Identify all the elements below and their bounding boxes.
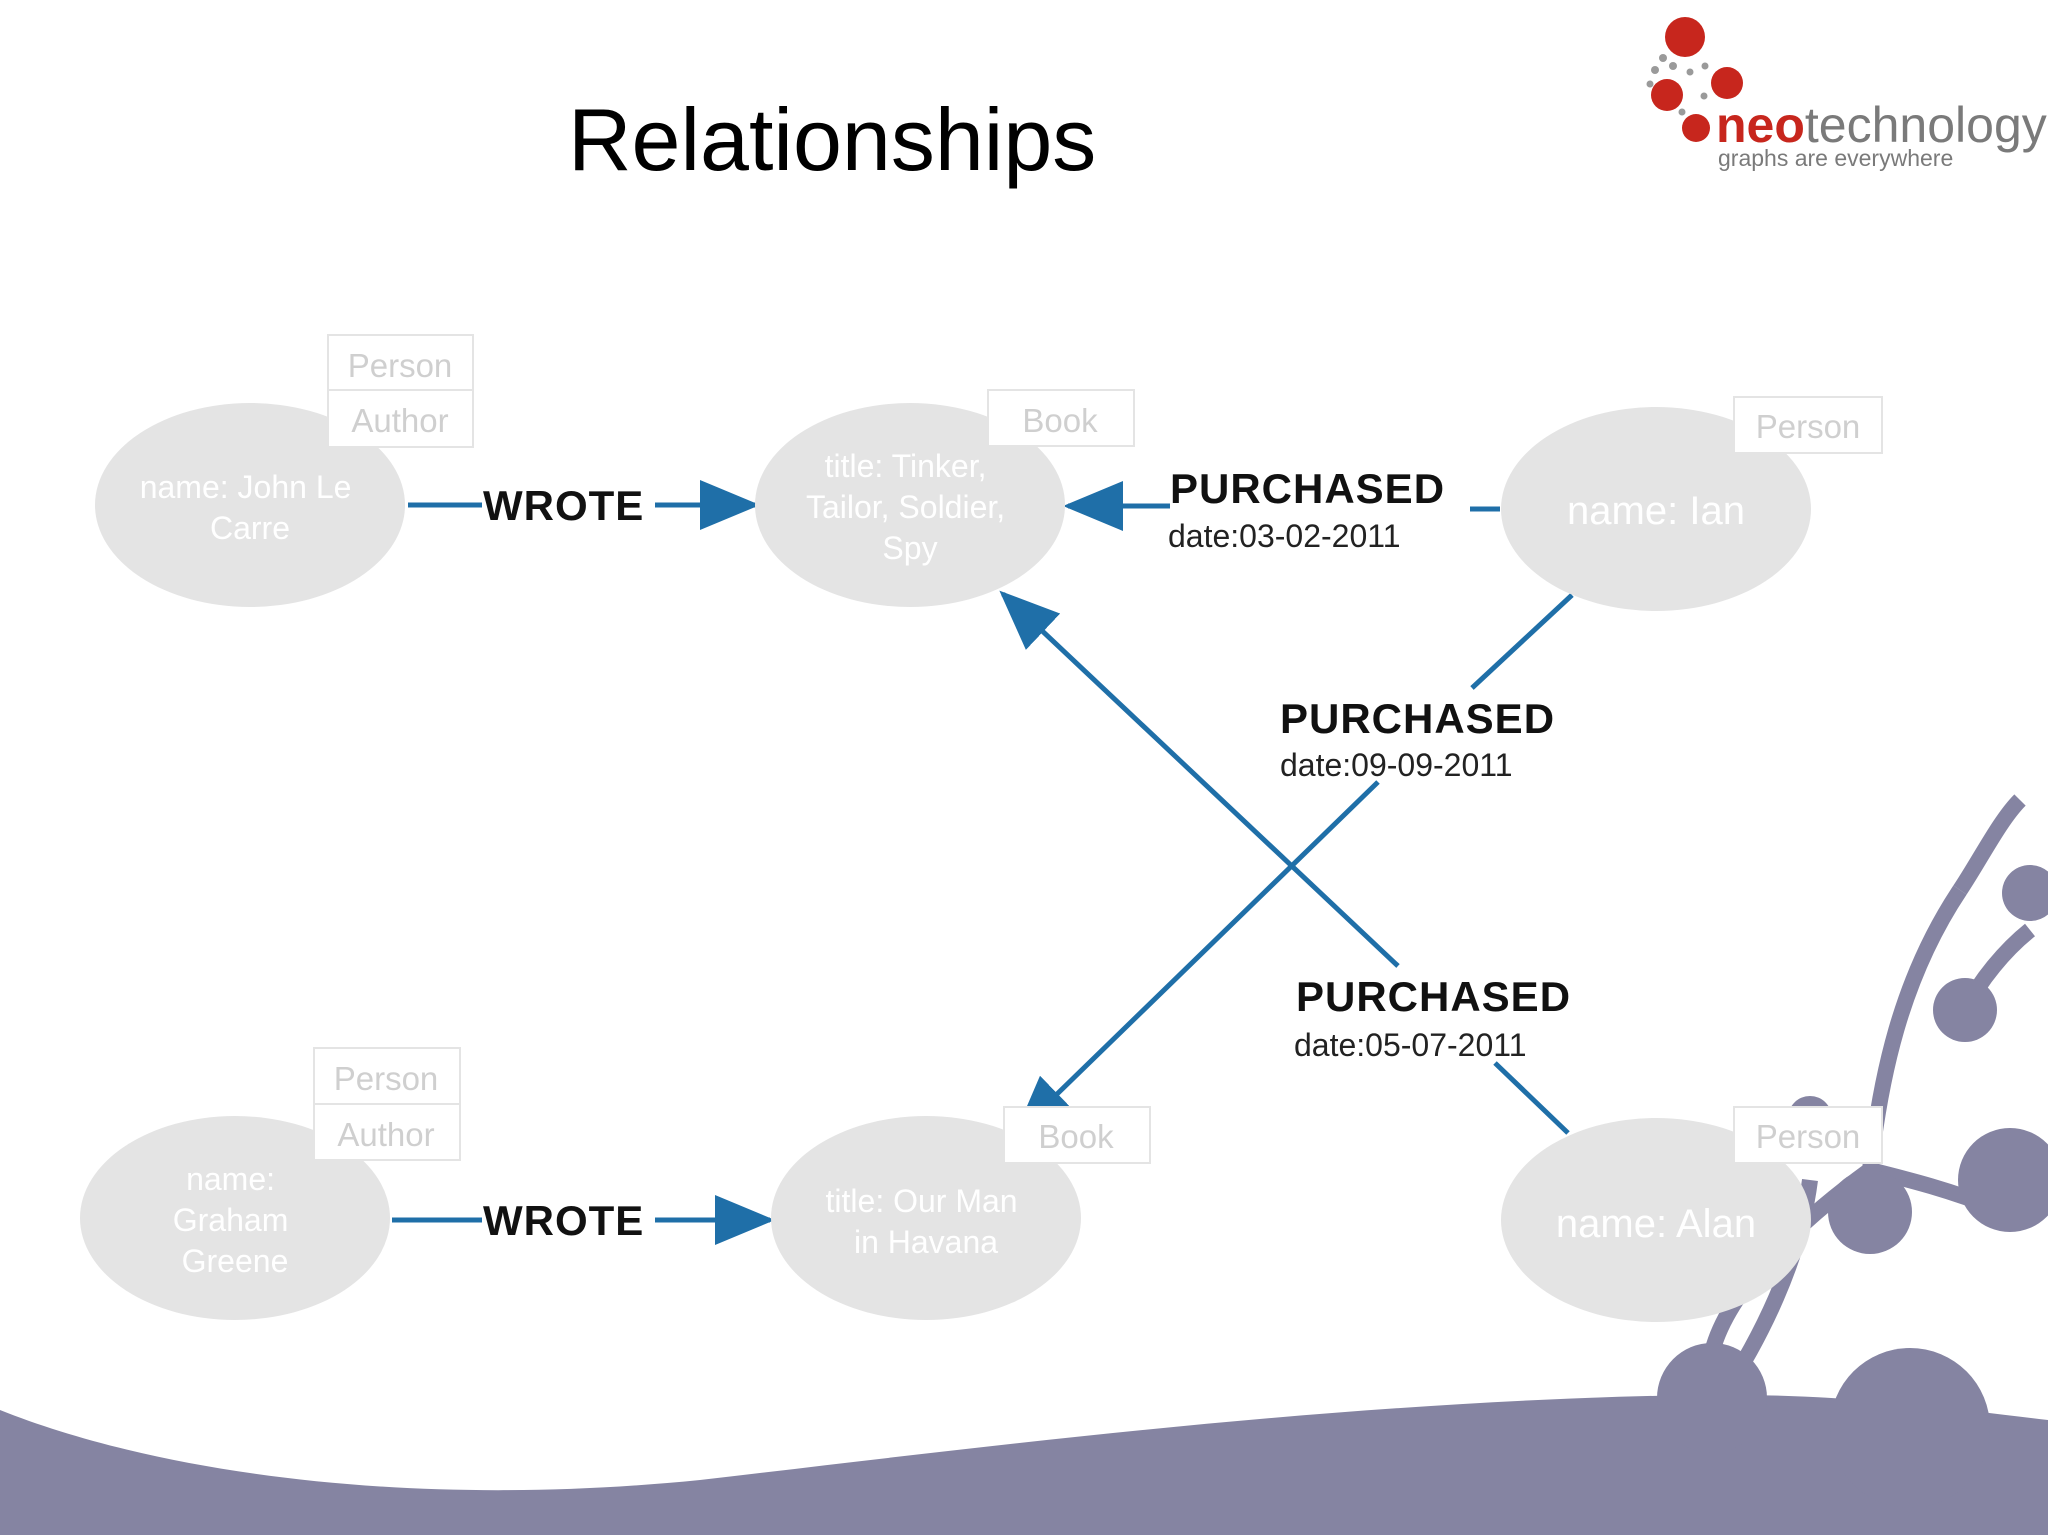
node-tinker-tailor: title: Tinker, Tailor, Soldier, Spy Book bbox=[755, 389, 1135, 607]
node-john-name: name: John Le Carre bbox=[140, 469, 361, 546]
edges bbox=[392, 480, 1574, 1245]
node-ian: name: Ian Person bbox=[1501, 396, 1883, 611]
node-our-man-in-havana: title: Our Man in Havana Book bbox=[771, 1106, 1151, 1320]
label-person: Person bbox=[1756, 408, 1861, 445]
node-graham-name: name: Graham Greene bbox=[173, 1161, 297, 1279]
edge-purchased-3-top bbox=[999, 590, 1400, 968]
label-person: Person bbox=[1756, 1118, 1861, 1155]
logo-neo: neo bbox=[1716, 97, 1805, 153]
rel-wrote-label: WROTE bbox=[483, 482, 644, 529]
rel-wrote-label: WROTE bbox=[483, 1197, 644, 1244]
molecule-nodes bbox=[1657, 865, 2048, 1508]
node-graham-greene: name: Graham Greene Person Author bbox=[80, 1047, 461, 1320]
slide-title: Relationships bbox=[568, 90, 1096, 189]
rel-purchased-date: date:03-02-2011 bbox=[1168, 518, 1400, 554]
node-tinker-title: title: Tinker, Tailor, Soldier, Spy bbox=[806, 448, 1014, 566]
rel-purchased-date: date:05-07-2011 bbox=[1294, 1027, 1526, 1063]
label-author: Author bbox=[351, 402, 448, 439]
node-alan: name: Alan Person bbox=[1501, 1106, 1883, 1322]
node-havana-title: title: Our Man in Havana bbox=[826, 1183, 1027, 1260]
label-book: Book bbox=[1022, 402, 1098, 439]
edge-purchased-3-bottom bbox=[1493, 1061, 1570, 1135]
logo-tagline: graphs are everywhere bbox=[1718, 145, 1953, 171]
logo-dots-icon bbox=[1646, 17, 1743, 142]
rel-purchased-label: PURCHASED bbox=[1170, 465, 1445, 512]
rel-purchased-label: PURCHASED bbox=[1296, 973, 1571, 1020]
logo-technology: technology bbox=[1805, 97, 2047, 153]
node-alan-name: name: Alan bbox=[1556, 1202, 1756, 1246]
rel-purchased-label: PURCHASED bbox=[1280, 695, 1555, 742]
molecule-decoration bbox=[1700, 794, 2036, 1405]
rel-purchased-date: date:09-09-2011 bbox=[1280, 747, 1512, 783]
logo-wordmark: neotechnology bbox=[1716, 97, 2047, 153]
label-author: Author bbox=[337, 1116, 434, 1153]
node-ian-name: name: Ian bbox=[1567, 489, 1745, 533]
decorative-background bbox=[0, 794, 2048, 1535]
label-book: Book bbox=[1038, 1118, 1114, 1155]
label-person: Person bbox=[348, 347, 453, 384]
node-john-le-carre: name: John Le Carre Person Author bbox=[95, 334, 474, 607]
edge-purchased-2-bottom bbox=[1014, 780, 1380, 1136]
bottom-wave bbox=[0, 1394, 2048, 1535]
neotechnology-logo: neotechnology graphs are everywhere bbox=[1646, 17, 2047, 171]
edge-purchased-2-top bbox=[1470, 593, 1574, 690]
label-person: Person bbox=[334, 1060, 439, 1097]
